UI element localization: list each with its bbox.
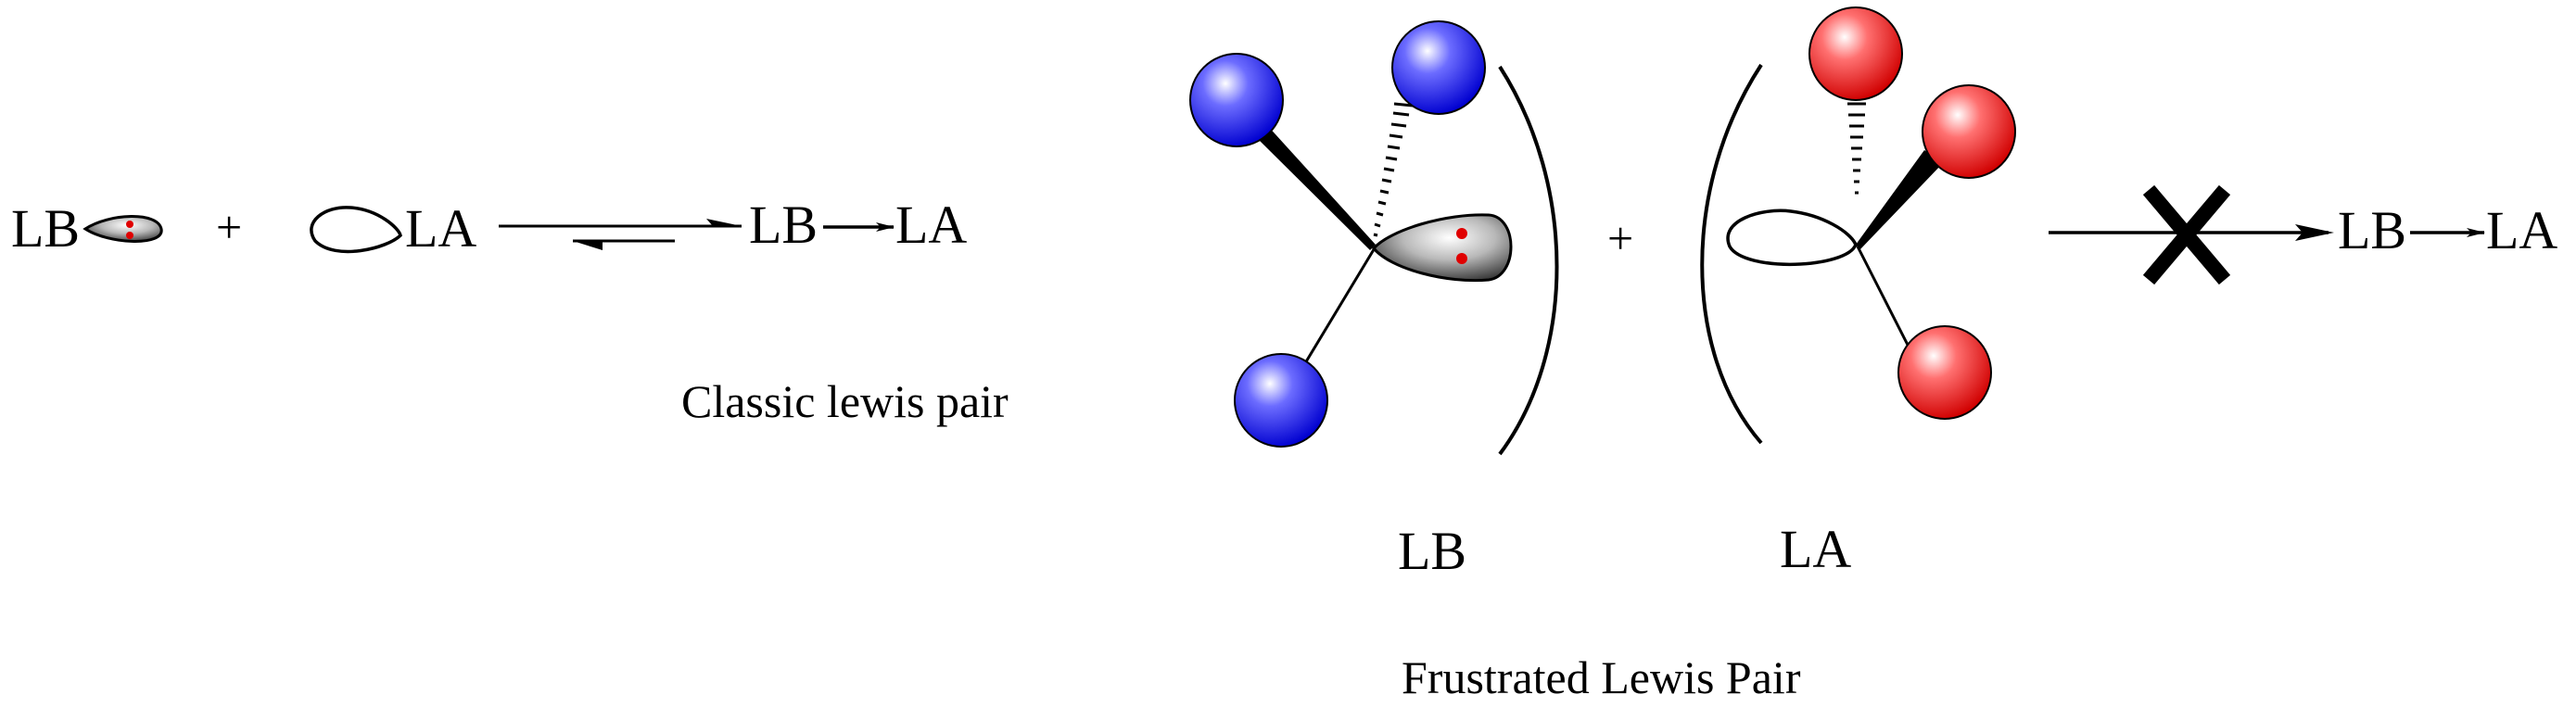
- lone-pair-dot: [126, 221, 133, 228]
- frustrated-lb-label: LB: [1398, 521, 1466, 581]
- cross-icon: [2142, 184, 2231, 285]
- lone-pair-lobe-icon: [82, 215, 163, 243]
- lone-pair-dot: [126, 232, 133, 239]
- blocked-reaction-arrow: [2049, 184, 2334, 285]
- substituent-sphere: [1897, 325, 1992, 420]
- equilibrium-arrow: [499, 219, 742, 250]
- frustrated-product-lb: LB: [2338, 200, 2406, 260]
- classic-plus: +: [216, 201, 242, 253]
- frustrated-caption: Frustrated Lewis Pair: [1402, 651, 1801, 703]
- lewis-acid-molecule: [1700, 6, 2016, 445]
- frustrated-plus: +: [1607, 212, 1633, 264]
- classic-caption: Classic lewis pair: [681, 375, 1009, 427]
- substituent-sphere: [1189, 53, 1284, 147]
- substituent-sphere: [1922, 84, 2016, 179]
- classic-product-lb: LB: [749, 195, 818, 255]
- classic-product-la: LA: [895, 195, 967, 255]
- right-parenthesis: [1498, 65, 1559, 456]
- lewis-base-molecule: [1189, 20, 1559, 456]
- empty-orbital-icon: [310, 206, 402, 254]
- lone-pair-lobe-icon: [1372, 213, 1513, 283]
- substituent-sphere: [1234, 353, 1328, 448]
- frustrated-la-label: LA: [1780, 519, 1851, 579]
- frustrated-product-la: LA: [2486, 200, 2557, 260]
- lone-pair-dot: [1456, 253, 1467, 264]
- classic-lb-label: LB: [11, 198, 80, 259]
- lone-pair-dot: [1456, 228, 1467, 239]
- left-parenthesis: [1700, 63, 1763, 445]
- classic-la-label: LA: [405, 198, 476, 259]
- empty-orbital-icon: [1726, 208, 1858, 266]
- substituent-sphere: [1391, 20, 1486, 115]
- substituent-sphere: [1808, 6, 1903, 101]
